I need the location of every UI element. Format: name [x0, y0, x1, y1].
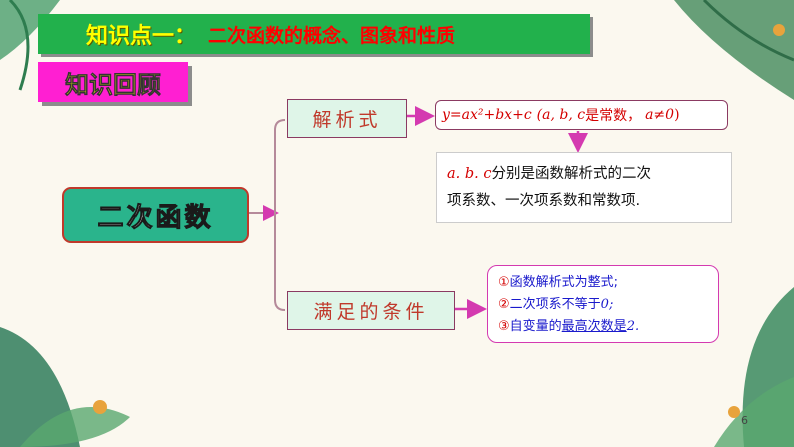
- branch1-label: 解析式: [287, 99, 407, 138]
- conditions-box: ①函数解析式为整式; ②二次项系不等于0; ③自变量的最高次数是2.: [487, 265, 719, 343]
- formula-const-text: 是常数，: [585, 108, 642, 124]
- title-part1: 知识点一：: [86, 24, 197, 49]
- condition-2-num: ②: [498, 297, 510, 312]
- condition-3-emph: 最高次数是: [561, 319, 627, 334]
- formula-expr: y=ax²+bx+c: [442, 107, 532, 123]
- condition-2: ②二次项系不等于0;: [498, 294, 708, 316]
- condition-1-text: 函数解析式为整式;: [509, 275, 619, 290]
- desc-text-line2: 项系数、一次项系数和常数项.: [447, 193, 641, 209]
- leaf-decoration-top-right: [674, 0, 794, 100]
- condition-3: ③自变量的最高次数是2.: [498, 316, 708, 338]
- condition-1: ①函数解析式为整式;: [498, 272, 708, 294]
- main-node: 二次函数: [62, 187, 249, 243]
- desc-vars: a. b. c: [447, 166, 492, 182]
- desc-text-line1: 分别是函数解析式的二次: [491, 166, 651, 182]
- review-label: 知识回顾: [38, 62, 188, 102]
- condition-3-tail: 2.: [626, 319, 640, 334]
- formula-vars: (a, b, c: [536, 107, 586, 123]
- page-number: 6: [741, 414, 748, 427]
- condition-3-num: ③: [498, 319, 510, 334]
- condition-2-tail: 0;: [600, 297, 614, 312]
- description-box: a. b. c分别是函数解析式的二次 项系数、一次项系数和常数项.: [436, 152, 732, 223]
- title-bar: 知识点一： 二次函数的概念、图象和性质: [38, 14, 590, 54]
- formula-cond: a≠0: [645, 107, 675, 123]
- branch-bracket: [274, 119, 286, 311]
- formula-close: ): [674, 107, 680, 123]
- leaf-decoration-bottom-right: [714, 287, 794, 447]
- condition-1-num: ①: [498, 275, 510, 290]
- formula-box: y=ax²+bx+c (a, b, c 是常数， a≠0 ): [435, 100, 728, 130]
- leaf-decoration-bottom-left: [0, 327, 130, 447]
- title-part2: 二次函数的概念、图象和性质: [208, 24, 456, 47]
- branch2-label: 满足的条件: [287, 291, 455, 330]
- condition-2-text: 二次项系不等于: [509, 297, 601, 312]
- condition-3-text: 自变量的: [509, 319, 562, 334]
